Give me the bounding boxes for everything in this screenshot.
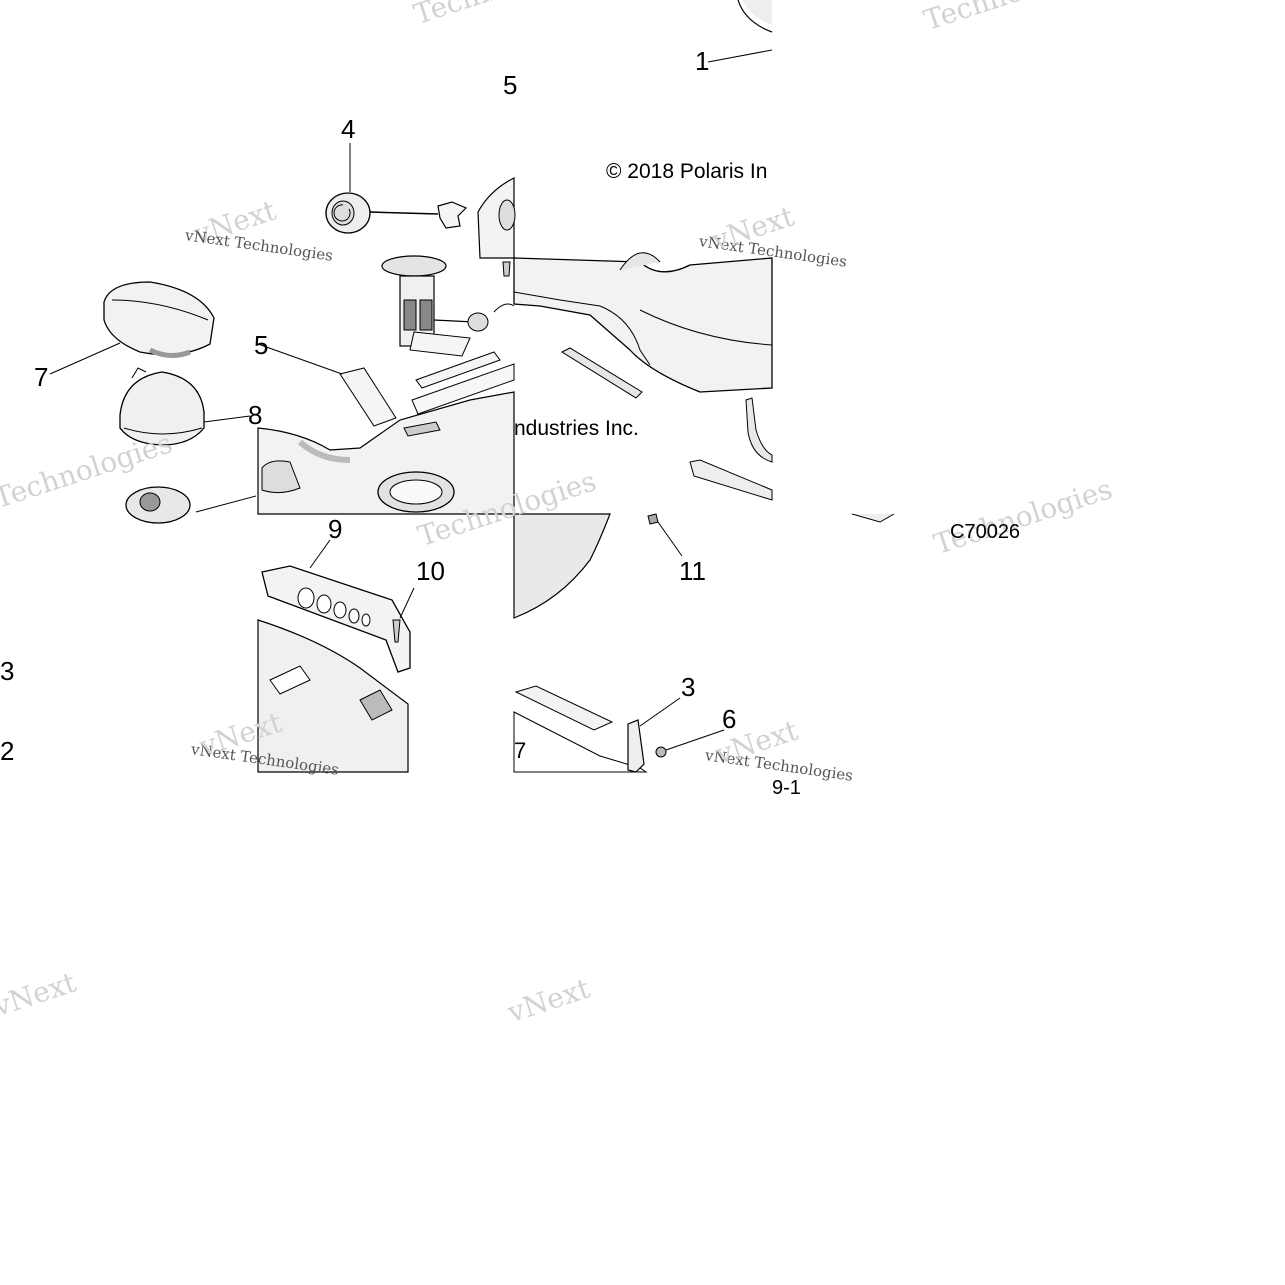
pad-part	[514, 685, 614, 731]
bolt-10-part	[392, 619, 401, 643]
nut-6-part	[655, 746, 667, 758]
tank-bottom-part	[513, 513, 611, 619]
callout-5-partial: 5	[254, 330, 269, 360]
leader-line-3	[639, 697, 681, 727]
tank-edge-part	[737, 0, 773, 33]
copyright-text-continued: ndustries Inc.	[514, 417, 639, 440]
callout-3: 3	[681, 672, 696, 702]
leader-line-6	[665, 729, 725, 751]
callout-2: 2	[0, 736, 15, 766]
callout-10: 10	[416, 556, 445, 586]
leader-line-5	[257, 343, 343, 375]
tank-strap-part	[560, 347, 643, 399]
lock-ring-part	[125, 486, 191, 524]
fuel-tank-body	[513, 257, 773, 393]
pump-cover-part	[103, 281, 215, 358]
decal-strip-part	[339, 367, 397, 427]
callout-7: 7	[34, 362, 49, 392]
callout-11: 11	[679, 556, 706, 586]
fuel-cap-part	[325, 192, 468, 234]
callout-7-partial: 7	[514, 738, 527, 763]
fuel-pump-module	[381, 255, 489, 357]
callout-9: 9	[328, 514, 343, 544]
strap-3-part	[627, 719, 645, 773]
cap-dome-part	[119, 367, 205, 446]
leader-line-1	[707, 49, 773, 63]
bolt-part	[502, 261, 511, 277]
copyright-text: © 2018 Polaris In	[606, 160, 768, 183]
callout-3-partial: 3	[0, 656, 15, 686]
leader-line-8	[203, 415, 251, 423]
tank-bracket-part	[745, 397, 773, 463]
nut-11-part	[647, 513, 659, 525]
leader-line-10	[399, 587, 415, 619]
callout-6: 6	[722, 704, 737, 734]
leader-line-11	[657, 521, 683, 557]
callout-8: 8	[248, 400, 263, 430]
tank-top-part	[477, 177, 515, 259]
callout-1: 1	[695, 46, 710, 76]
tank-lower-left	[257, 619, 409, 773]
leader-line-7	[49, 342, 121, 375]
leader-line-9	[309, 539, 331, 569]
drawing-code: C70026	[950, 521, 1021, 543]
callout-4: 4	[341, 114, 356, 144]
callout-5: 5	[503, 70, 518, 100]
heat-shield-part	[261, 565, 411, 673]
page-reference: 9-1	[772, 777, 801, 799]
